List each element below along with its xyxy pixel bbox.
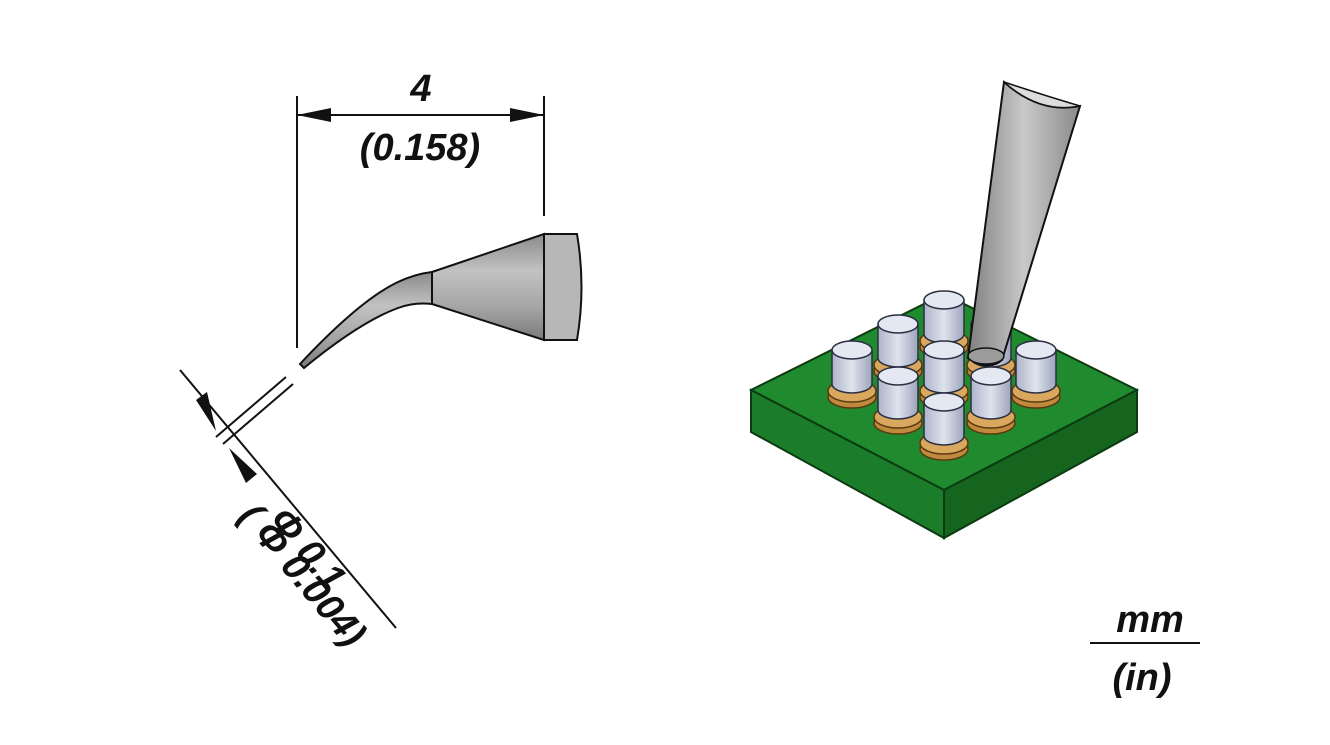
arrowhead-left [297,108,331,122]
solder-ball-grid [827,290,1061,461]
solder-ball [966,366,1016,435]
units-legend: mm (in) [1090,599,1200,699]
tip-collar [543,233,583,341]
solder-ball [873,366,923,435]
ball-body [1015,349,1057,394]
ball-body [970,375,1012,420]
length-value-in: (0.158) [360,127,480,169]
soldering-needle [966,79,1082,367]
diameter-arrow-upper [196,392,216,431]
solder-ball [827,340,877,409]
tip-cone [431,232,545,342]
needle-body [966,79,1082,367]
arrowhead-right [510,108,544,122]
needle-cut-face [1003,81,1081,109]
ball-body [877,375,919,420]
ball-top [877,314,919,334]
solder-ball [919,392,969,461]
solder-ball [1011,340,1061,409]
ball-body [923,401,965,446]
diameter-arrow-lower [229,448,257,483]
tip-point-extension-a [215,376,287,438]
needle-point [967,347,1005,365]
ball-top [1015,340,1057,360]
tip-bent-point [298,270,433,370]
units-mm: mm [1116,599,1184,641]
bga-illustration [748,79,1140,540]
board-side-right [943,388,1138,540]
solder-tip-profile [298,232,583,370]
diameter-leader [179,369,397,629]
ball-top [877,366,919,386]
ball-top [923,392,965,412]
ball-body [831,349,873,394]
ball-top [970,366,1012,386]
ball-top [923,290,965,310]
ball-top [831,340,873,360]
length-value-mm: 4 [409,68,431,110]
ball-top [923,340,965,360]
length-dimension: 4 (0.158) [296,68,545,348]
diameter-dimension: Φ 0.1 ( Φ 0.004) [179,369,397,655]
units-in: (in) [1112,657,1171,699]
